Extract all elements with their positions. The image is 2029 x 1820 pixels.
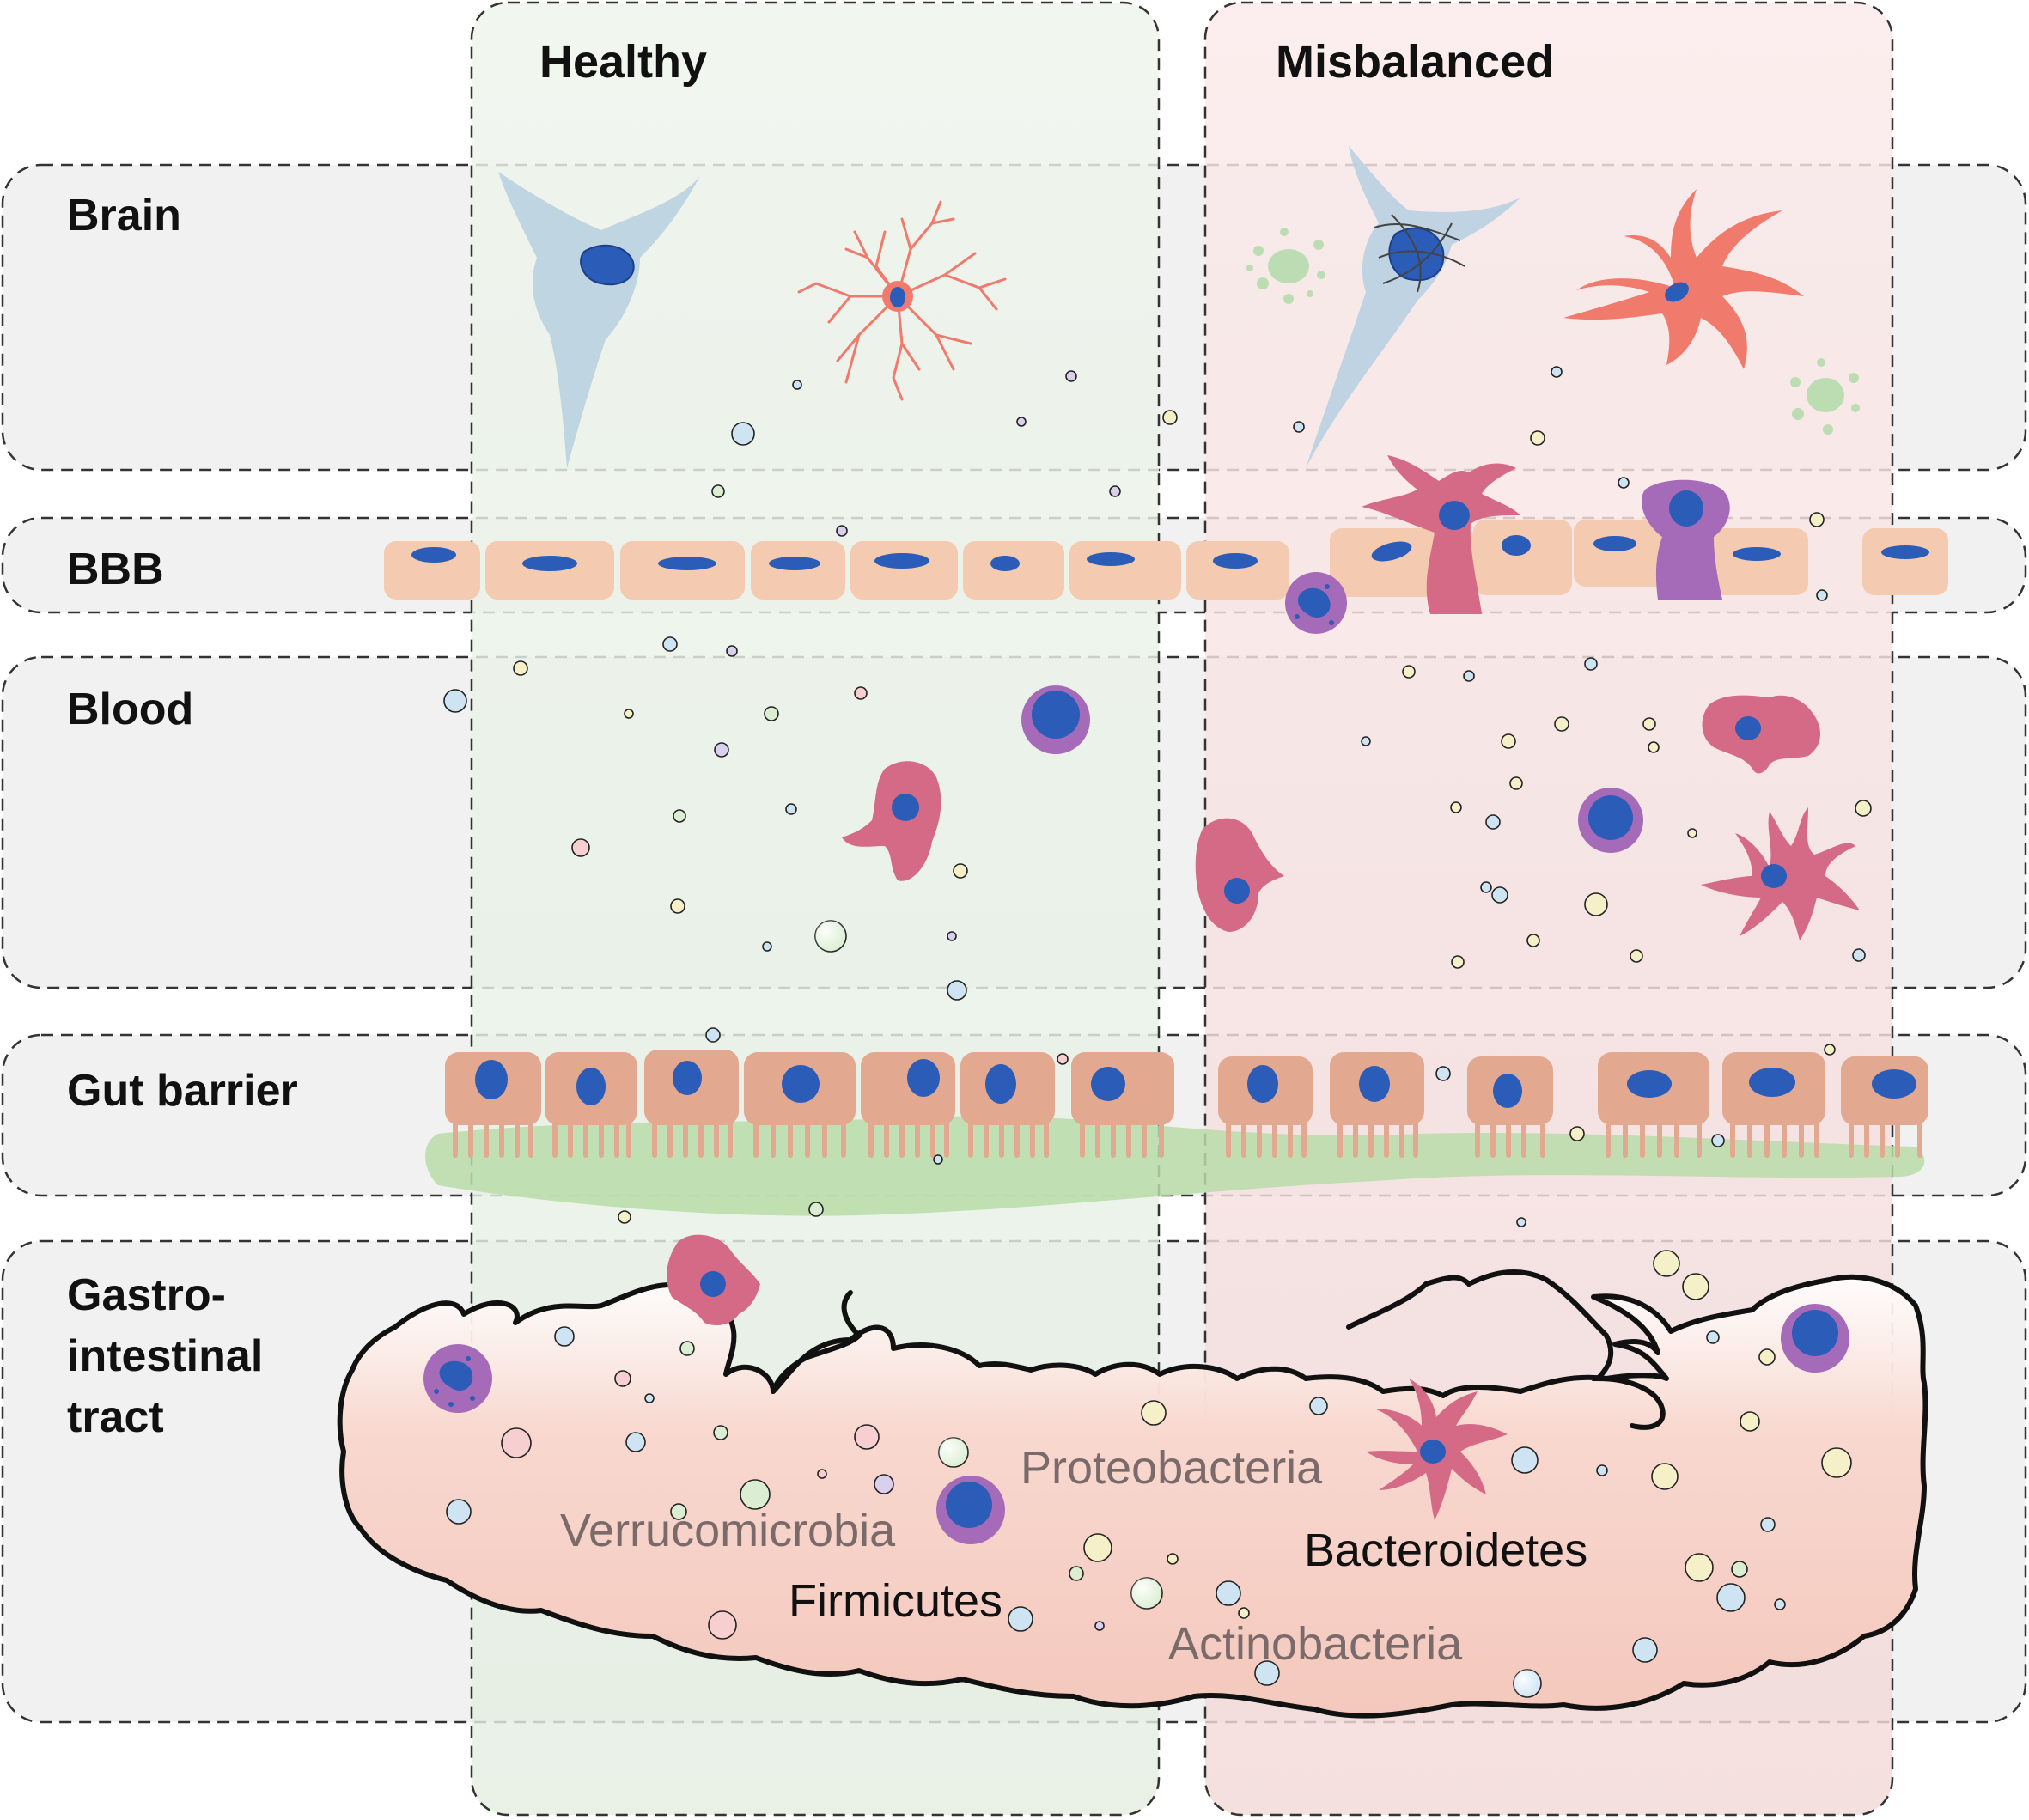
gi-neutrophil — [423, 1344, 492, 1413]
gi-dendritic-cell — [1366, 1379, 1508, 1520]
gi-macrophage-top — [667, 1234, 760, 1325]
gut-lumen — [337, 1269, 1928, 1719]
healthy-neuron — [498, 172, 700, 468]
misbalanced-macrophage-1 — [1195, 818, 1284, 932]
misbalanced-neuron — [1306, 146, 1520, 468]
actinobacteria-label: Actinobacteria — [1168, 1618, 1463, 1670]
microvilli — [453, 1118, 1922, 1158]
bbb-neutrophil — [1285, 572, 1347, 634]
misbalanced-monocyte — [1578, 788, 1643, 853]
bbb-label: BBB — [67, 545, 164, 594]
gi-monocyte-healthy — [936, 1476, 1005, 1544]
healthy-title: Healthy — [539, 36, 707, 88]
bbb-transmigrating-monocyte — [1642, 479, 1730, 600]
gi-label-line1: Gastro- — [67, 1270, 226, 1320]
healthy-monocyte — [1021, 685, 1090, 754]
mucus-layer — [425, 1116, 1925, 1216]
proteobacteria-label: Proteobacteria — [1021, 1442, 1323, 1494]
amyloid-plaques — [1246, 228, 1860, 435]
bacteroidetes-label: Bacteroidetes — [1304, 1525, 1587, 1576]
bbb-endothelial-layer — [384, 520, 1948, 600]
misbalanced-macrophage-2 — [1702, 695, 1821, 774]
gi-immune-cells — [423, 1234, 1849, 1544]
gi-label-line3: tract — [67, 1392, 164, 1442]
gi-monocyte-misbalanced — [1781, 1304, 1849, 1373]
healthy-microglia — [797, 200, 1007, 401]
blood-cells — [842, 685, 1860, 940]
misbalanced-dendritic-cell — [1701, 807, 1860, 940]
particle-highlights — [815, 921, 1541, 1697]
gi-label-line2: intestinal — [67, 1331, 263, 1381]
gut-enterocyte-layer — [445, 1050, 1928, 1158]
bbb-transmigrating-macrophage — [1362, 455, 1520, 614]
misbalanced-title: Misbalanced — [1276, 36, 1554, 88]
blood-label: Blood — [67, 685, 193, 734]
brain-label: Brain — [67, 191, 181, 240]
healthy-macrophage — [842, 761, 941, 881]
misbalanced-microglia — [1563, 189, 1804, 369]
gut-barrier-label: Gut barrier — [67, 1066, 298, 1116]
firmicutes-label: Firmicutes — [789, 1575, 1002, 1627]
verrucomicrobia-label: Verrucomicrobia — [560, 1505, 896, 1556]
